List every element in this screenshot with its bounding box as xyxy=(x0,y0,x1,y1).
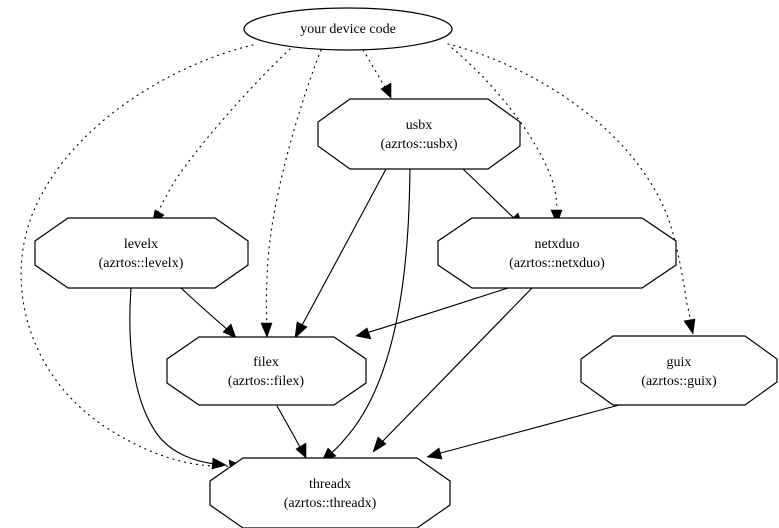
node-threadx[interactable]: threadx (azrtos::threadx) xyxy=(209,457,451,528)
node-guix-shape[interactable] xyxy=(580,335,778,406)
node-filex-label-namespace: (azrtos::filex) xyxy=(228,374,305,389)
edge-netxduo-to-filex xyxy=(355,287,509,340)
edge-levelx-to-threadx xyxy=(129,287,227,470)
node-levelx-shape[interactable] xyxy=(34,217,249,289)
edge-device-to-guix xyxy=(447,43,696,335)
edge-filex-to-threadx xyxy=(276,405,307,459)
node-guix-label-name: guix xyxy=(667,355,692,370)
node-levelx-label-name: levelx xyxy=(124,237,158,252)
node-levelx-label-namespace: (azrtos::levelx) xyxy=(99,256,184,271)
node-netxduo-shape[interactable] xyxy=(437,217,677,289)
edge-levelx-to-filex xyxy=(180,287,237,339)
node-threadx-label-name: threadx xyxy=(309,477,351,492)
node-usbx[interactable]: usbx (azrtos::usbx) xyxy=(317,98,521,170)
edge-netxduo-to-threadx xyxy=(372,287,533,453)
node-filex-shape[interactable] xyxy=(166,336,367,406)
node-threadx-label-namespace: (azrtos::threadx) xyxy=(284,496,377,511)
edge-device-to-usbx xyxy=(362,49,392,99)
node-threadx-shape[interactable] xyxy=(209,457,451,528)
edge-usbx-to-filex xyxy=(294,168,387,339)
node-guix[interactable]: guix (azrtos::guix) xyxy=(580,335,778,406)
node-filex[interactable]: filex (azrtos::filex) xyxy=(166,336,367,406)
node-usbx-label-name: usbx xyxy=(406,118,432,133)
node-guix-label-namespace: (azrtos::guix) xyxy=(641,374,717,389)
node-netxduo[interactable]: netxduo (azrtos::netxduo) xyxy=(437,217,677,289)
node-your-device-code[interactable]: your device code xyxy=(243,7,453,51)
node-usbx-label-namespace: (azrtos::usbx) xyxy=(381,137,458,152)
node-netxduo-label-namespace: (azrtos::netxduo) xyxy=(509,256,605,271)
edge-guix-to-threadx xyxy=(426,404,620,460)
node-layer: your device code usbx (azrtos::usbx) lev… xyxy=(34,7,778,528)
node-your-device-code-label: your device code xyxy=(300,22,396,37)
node-netxduo-label-name: netxduo xyxy=(534,237,579,252)
node-your-device-code-shape[interactable] xyxy=(243,7,453,51)
edge-device-to-filex xyxy=(260,49,322,338)
node-filex-label-name: filex xyxy=(253,355,279,370)
edge-device-to-netxduo xyxy=(451,47,563,225)
node-levelx[interactable]: levelx (azrtos::levelx) xyxy=(34,217,249,289)
node-usbx-shape[interactable] xyxy=(317,98,521,170)
